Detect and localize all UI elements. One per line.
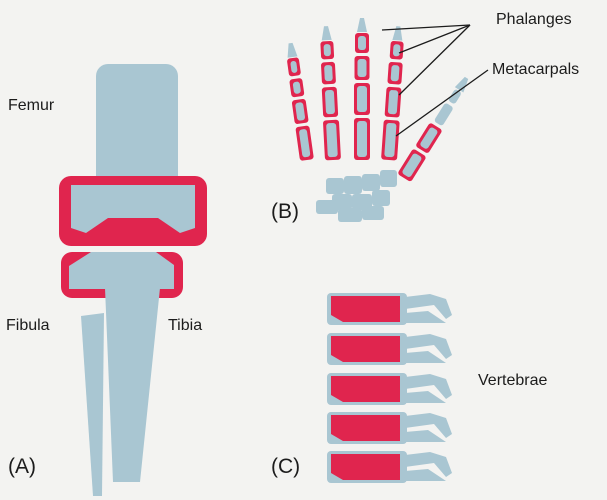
vertebral-cartilage <box>331 336 400 362</box>
distal-phalanx-tip <box>286 42 298 57</box>
panel-c-label: (C) <box>271 456 300 477</box>
vertebrae-label: Vertebrae <box>478 373 547 389</box>
panel-b-hand <box>284 18 474 222</box>
transverse-process <box>404 391 446 403</box>
phalanx-bone <box>325 90 335 114</box>
vertebral-cartilage <box>331 415 400 441</box>
vertebral-cartilage <box>331 296 400 322</box>
phalanx-bone <box>323 44 331 56</box>
phalanx-bone <box>358 36 366 50</box>
metacarpals-label: Metacarpals <box>492 62 579 78</box>
fibula-label: Fibula <box>6 318 50 334</box>
panel-c-vertebrae <box>327 293 452 483</box>
vertebra <box>327 293 452 325</box>
distal-phalanx-tip <box>357 18 367 32</box>
phalanx-bone <box>388 90 399 115</box>
carpal-bone <box>372 190 390 206</box>
middle-finger <box>354 18 370 160</box>
vertebral-cartilage <box>331 454 400 480</box>
transverse-process <box>404 311 446 323</box>
vertebral-cartilage <box>331 376 400 402</box>
index-finger <box>381 26 406 161</box>
femur-label: Femur <box>8 98 54 114</box>
phalanx-bone <box>357 86 367 112</box>
phalanx-bone <box>324 65 333 81</box>
transverse-process <box>404 469 446 481</box>
femur-shaft <box>96 64 178 194</box>
transverse-process <box>404 430 446 442</box>
ring-finger <box>318 26 341 161</box>
phalanges-leader <box>399 25 470 53</box>
phalanx-bone <box>326 123 338 157</box>
fibula-bone <box>81 313 104 496</box>
vertebra <box>327 373 452 405</box>
tibia-label: Tibia <box>168 318 202 334</box>
vertebra <box>327 412 452 444</box>
phalanx-bone <box>391 65 400 82</box>
carpal-bone <box>380 170 397 187</box>
transverse-process <box>404 351 446 363</box>
distal-phalanx-tip <box>392 26 403 41</box>
metacarpals-leader <box>396 70 488 136</box>
panel-a-knee <box>59 64 207 496</box>
carpal-bone <box>362 206 384 220</box>
phalanx-bone <box>357 121 367 157</box>
tibia-shaft <box>105 288 160 482</box>
little-finger <box>284 42 314 161</box>
carpal-bone <box>362 174 380 191</box>
carpal-bone <box>344 176 362 194</box>
panel-a-label: (A) <box>8 456 36 477</box>
distal-phalanx-tip <box>321 26 332 41</box>
carpal-bone <box>316 200 338 214</box>
phalanges-label: Phalanges <box>496 12 572 28</box>
tibia-epiphysis <box>69 252 174 289</box>
vertebra <box>327 451 452 483</box>
carpal-bone <box>326 178 344 194</box>
carpal-bone <box>338 208 362 222</box>
vertebra <box>327 333 452 365</box>
phalanx-bone <box>393 44 401 56</box>
thumb <box>397 74 473 183</box>
phalanx-bone <box>358 59 367 77</box>
phalanges-leader <box>382 25 470 30</box>
panel-b-label: (B) <box>271 201 299 222</box>
